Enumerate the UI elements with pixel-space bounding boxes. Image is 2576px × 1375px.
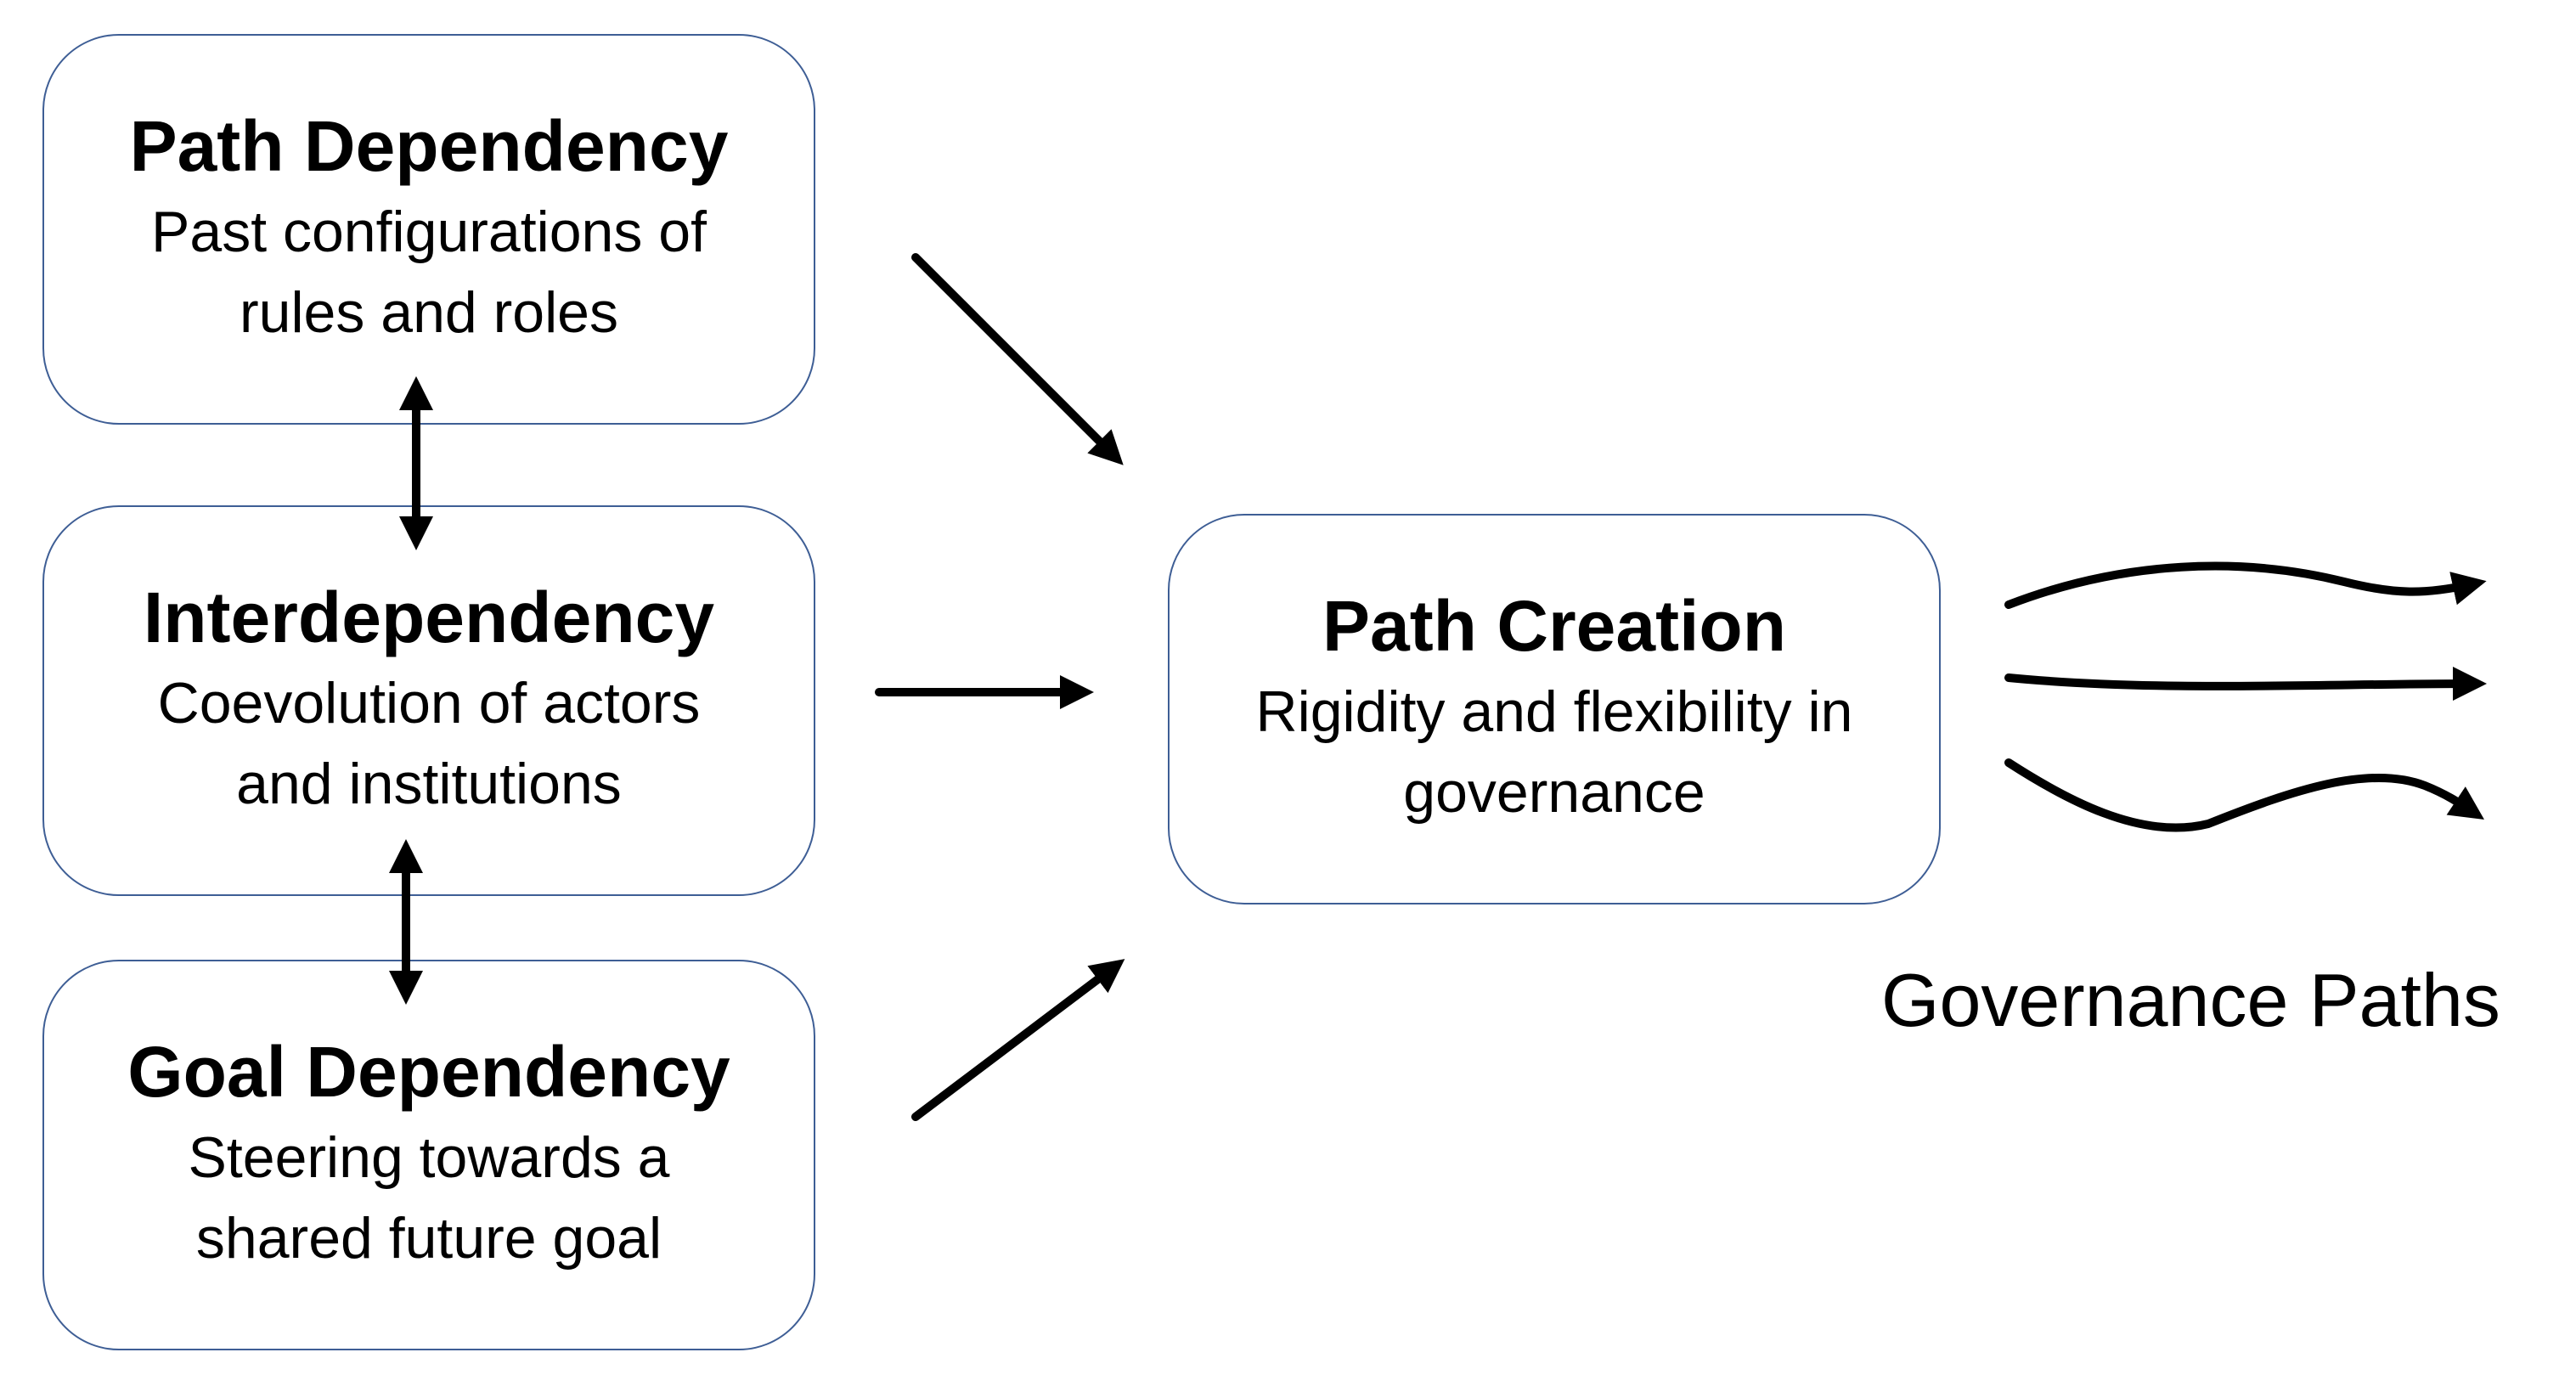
interdependency-title: Interdependency [143,577,715,657]
path-creation-subtitle: Rigidity and flexibility in governance [1255,679,1853,826]
path-creation-box: Path Creation Rigidity and flexibility i… [1168,514,1941,904]
interdependency-box: Interdependency Coevolution of actors an… [42,505,815,896]
goal-dependency-title: Goal Dependency [127,1031,730,1112]
path-dependency-subtitle: Past configurations of rules and roles [151,200,707,346]
goal-dependency-box: Goal Dependency Steering towards a share… [42,960,815,1350]
governance-path-middle-arrow [2004,667,2487,702]
interdependency-subtitle: Coevolution of actors and institutions [157,671,701,817]
path-dependency-box: Path Dependency Past configurations of r… [42,34,815,425]
path-creation-title: Path Creation [1322,585,1787,666]
governance-path-upper-arrow [2004,561,2487,609]
governance-paths-label: Governance Paths [1881,958,2500,1042]
goal-dependency-subtitle: Steering towards a shared future goal [188,1125,670,1271]
arrow-path-dependency-to-creation [911,253,1124,465]
governance-path-lower-arrow [2004,758,2484,832]
path-dependency-title: Path Dependency [129,105,729,186]
arrow-goal-dependency-to-creation [911,959,1125,1121]
